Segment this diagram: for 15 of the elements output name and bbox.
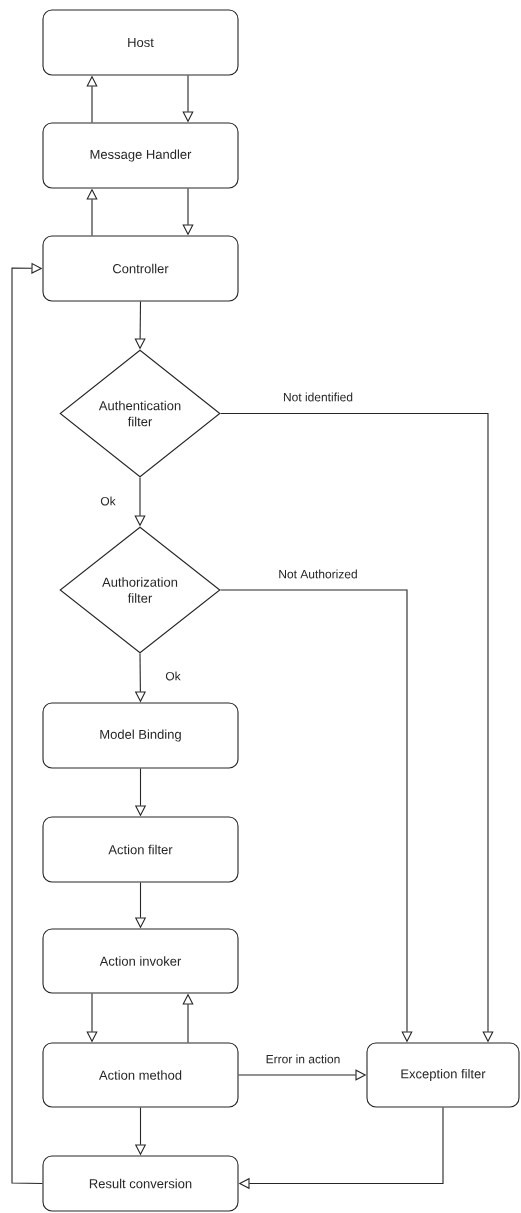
edge-label: Not Authorized [277, 568, 359, 580]
process-box: Exception filter [366, 1042, 520, 1108]
process-box: Action filter [42, 816, 239, 883]
process-box: Host [42, 9, 239, 76]
edge-label: Not identified [282, 391, 354, 403]
process-box: Action invoker [42, 928, 239, 994]
edge-label: Ok [164, 670, 182, 682]
edge-label: Ok [99, 495, 117, 507]
process-box: Model Binding [42, 702, 239, 769]
edge-label: Error in action [264, 1053, 342, 1065]
process-box: Controller [42, 235, 239, 302]
arrow [11, 262, 43, 1185]
process-box: Result conversion [42, 1155, 239, 1212]
process-box: Action method [42, 1042, 239, 1108]
process-box: Message Handler [42, 122, 239, 189]
